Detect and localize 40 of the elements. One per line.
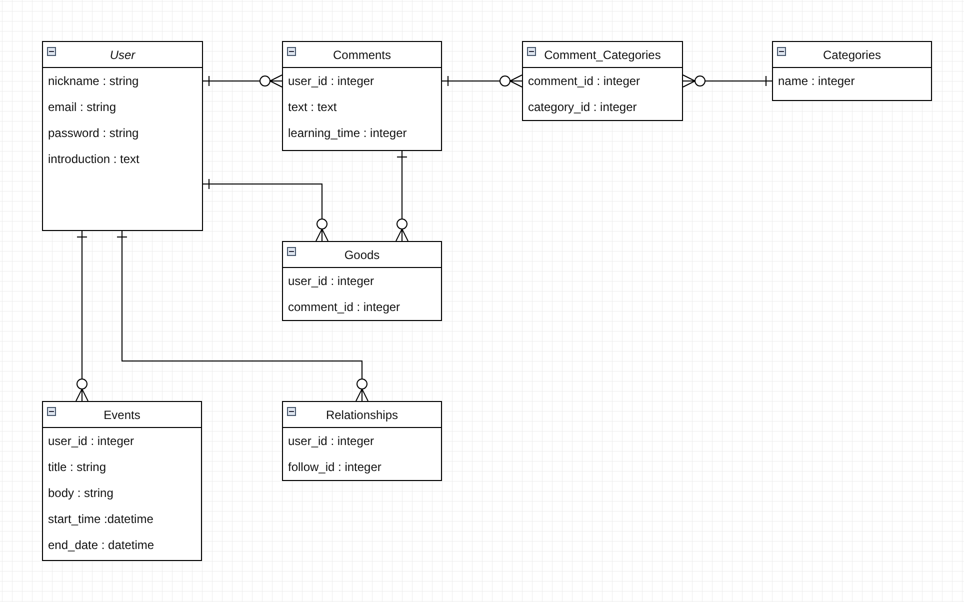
field-row-text: category_id : integer: [527, 100, 638, 116]
field-row-text: user_id : integer: [47, 434, 136, 450]
field-row-text: title : string: [47, 460, 108, 476]
table-title: Comments: [332, 46, 391, 64]
relationship-line: [116, 230, 368, 402]
field-row-text: nickname : string: [47, 74, 140, 90]
table-title: Comment_Categories: [544, 46, 661, 64]
entity-table: [282, 41, 442, 151]
field-row-text: learning_time : integer: [287, 126, 408, 142]
relationship-line: [682, 74, 772, 88]
field-row-text: follow_id : integer: [287, 460, 382, 476]
field-row-text: comment_id : integer: [287, 300, 402, 316]
field-row-text: start_time :datetime: [47, 512, 154, 528]
entity-table: [42, 401, 202, 561]
entity-table: [772, 41, 932, 101]
relationship-line: [202, 74, 282, 88]
field-row-text: password : string: [47, 126, 140, 142]
field-row-text: text : text: [287, 100, 338, 116]
entity-table: [42, 41, 203, 231]
entity-table: [522, 41, 683, 121]
relationship-line: [442, 74, 522, 88]
field-row-text: end_date : datetime: [47, 538, 156, 554]
relationship-line: [76, 230, 88, 402]
relationship-line: [202, 178, 328, 242]
relationship-line: [396, 150, 408, 242]
table-title: Events: [104, 406, 140, 424]
table-title: Relationships: [326, 406, 398, 424]
field-row-text: user_id : integer: [287, 434, 376, 450]
field-row-text: user_id : integer: [287, 74, 376, 90]
table-title: Categories: [822, 46, 882, 64]
table-title: User: [110, 46, 136, 64]
field-row-text: introduction : text: [47, 152, 140, 168]
entity-table: [282, 241, 442, 321]
field-row-text: comment_id : integer: [527, 74, 642, 90]
field-row-text: name : integer: [777, 74, 856, 90]
field-row-text: user_id : integer: [287, 274, 376, 290]
entity-table: [282, 401, 442, 481]
field-row-text: email : string: [47, 100, 118, 116]
field-row-text: body : string: [47, 486, 114, 502]
table-title: Goods: [344, 246, 380, 264]
